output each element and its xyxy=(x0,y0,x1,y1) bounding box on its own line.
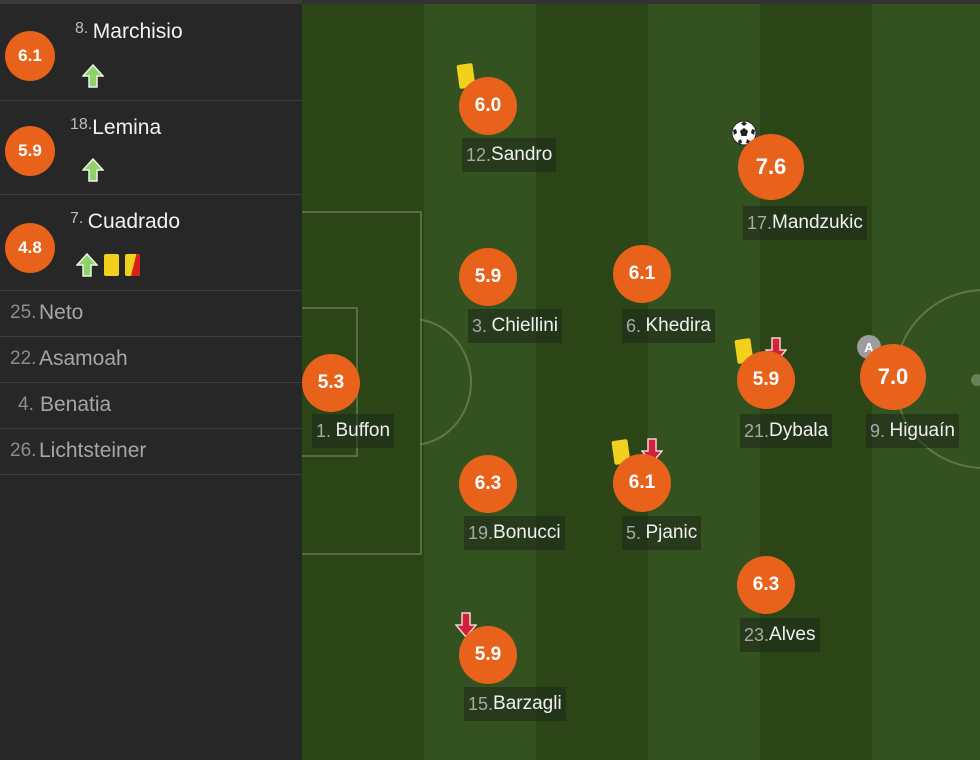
shirt-number: 7. xyxy=(70,210,84,227)
event-icons xyxy=(82,64,104,88)
player-name: Buffon xyxy=(335,420,391,441)
center-spot xyxy=(971,374,980,386)
player-label: 19.Bonucci xyxy=(464,516,565,550)
player-rating: 6.3 xyxy=(737,556,795,614)
player-rating: 6.1 xyxy=(613,454,671,512)
shirt-number: 19. xyxy=(468,522,494,543)
player-name: Chiellini xyxy=(491,315,558,336)
second-yellow-red-card-icon xyxy=(125,254,140,276)
shirt-number: 12. xyxy=(466,144,492,165)
player-label: 12.Sandro xyxy=(462,138,557,172)
player-name-line: 7. Cuadrado xyxy=(70,210,180,234)
player-name: Marchisio xyxy=(92,20,183,43)
shirt-number: 1. xyxy=(316,420,332,441)
shirt-number: 3. xyxy=(472,315,488,336)
shirt-number: 6. xyxy=(626,315,642,336)
player-rating: 4.8 xyxy=(5,223,55,273)
player-name: Mandzukic xyxy=(772,212,863,233)
shirt-number: 15. xyxy=(468,693,494,714)
player-rating: 5.9 xyxy=(737,351,795,409)
player-rating: 6.0 xyxy=(459,77,517,135)
player-name: Asamoah xyxy=(39,347,128,370)
substitutes-panel: 6.1 8. Marchisio 5.9 18.Lemina 4.8 7. Cu… xyxy=(0,0,302,760)
player-label: 21.Dybala xyxy=(740,414,833,448)
player-name: Benatia xyxy=(40,393,112,416)
player-label: 1. Buffon xyxy=(312,414,395,448)
player-name: Bonucci xyxy=(493,522,561,543)
pitch: 6.0 12.Sandro 7.6 17.Mandzukic 5.9 3. Ch… xyxy=(302,0,980,760)
player-rating: 6.1 xyxy=(613,245,671,303)
player-name: Higuaín xyxy=(889,420,955,441)
player-name-line: 18.Lemina xyxy=(70,116,161,140)
bench-row-benatia[interactable]: 4. Benatia xyxy=(0,383,302,429)
player-rating: 5.9 xyxy=(459,248,517,306)
player-rating: 7.0 xyxy=(860,344,926,410)
bench-row-asamoah[interactable]: 22. Asamoah xyxy=(0,337,302,383)
shirt-number: 26. xyxy=(10,440,37,461)
shirt-number: 5. xyxy=(626,522,642,543)
player-name: Lichtsteiner xyxy=(39,439,147,462)
player-rating: 5.9 xyxy=(5,126,55,176)
sub-in-icon xyxy=(82,64,104,88)
player-name: Dybala xyxy=(769,420,829,441)
substitute-row-lemina[interactable]: 5.9 18.Lemina xyxy=(0,101,302,195)
player-label: 5. Pjanic xyxy=(622,516,702,550)
panel-top-border xyxy=(0,0,302,4)
player-label: 17.Mandzukic xyxy=(743,206,867,240)
player-label: 3. Chiellini xyxy=(468,309,562,343)
player-name: Neto xyxy=(39,301,84,324)
event-icons xyxy=(82,158,104,182)
shirt-number: 17. xyxy=(747,212,773,233)
shirt-number: 4. xyxy=(18,394,34,415)
player-name-line: 8. Marchisio xyxy=(75,20,183,44)
yellow-card-icon xyxy=(104,254,119,276)
player-name: Lemina xyxy=(92,116,162,139)
event-icons xyxy=(76,253,140,277)
player-rating: 5.3 xyxy=(302,354,360,412)
player-label: 15.Barzagli xyxy=(464,687,566,721)
sub-in-icon xyxy=(82,158,104,182)
player-rating: 6.1 xyxy=(5,31,55,81)
shirt-number: 25. xyxy=(10,302,37,323)
shirt-number: 21. xyxy=(744,420,770,441)
pitch-top-border xyxy=(302,0,980,4)
player-name: Alves xyxy=(769,624,816,645)
player-rating: 7.6 xyxy=(738,134,804,200)
shirt-number: 22. xyxy=(10,348,37,369)
shirt-number: 23. xyxy=(744,624,770,645)
substitute-row-cuadrado[interactable]: 4.8 7. Cuadrado xyxy=(0,195,302,291)
player-label: 9. Higuaín xyxy=(866,414,959,448)
bench-row-neto[interactable]: 25. Neto xyxy=(0,291,302,337)
player-name: Cuadrado xyxy=(87,210,181,233)
shirt-number: 9. xyxy=(870,420,886,441)
goal-ball-icon xyxy=(731,120,757,146)
player-name: Khedira xyxy=(645,315,711,336)
shirt-number: 8. xyxy=(75,20,89,37)
player-rating: 5.9 xyxy=(459,626,517,684)
player-name: Barzagli xyxy=(493,693,562,714)
shirt-number: 18. xyxy=(70,116,93,133)
player-name: Sandro xyxy=(491,144,553,165)
bench-row-lichtsteiner[interactable]: 26. Lichtsteiner xyxy=(0,429,302,475)
player-rating: 6.3 xyxy=(459,455,517,513)
player-name: Pjanic xyxy=(645,522,698,543)
player-label: 6. Khedira xyxy=(622,309,715,343)
player-label: 23.Alves xyxy=(740,618,820,652)
substitute-row-marchisio[interactable]: 6.1 8. Marchisio xyxy=(0,4,302,101)
sub-in-icon xyxy=(76,253,98,277)
